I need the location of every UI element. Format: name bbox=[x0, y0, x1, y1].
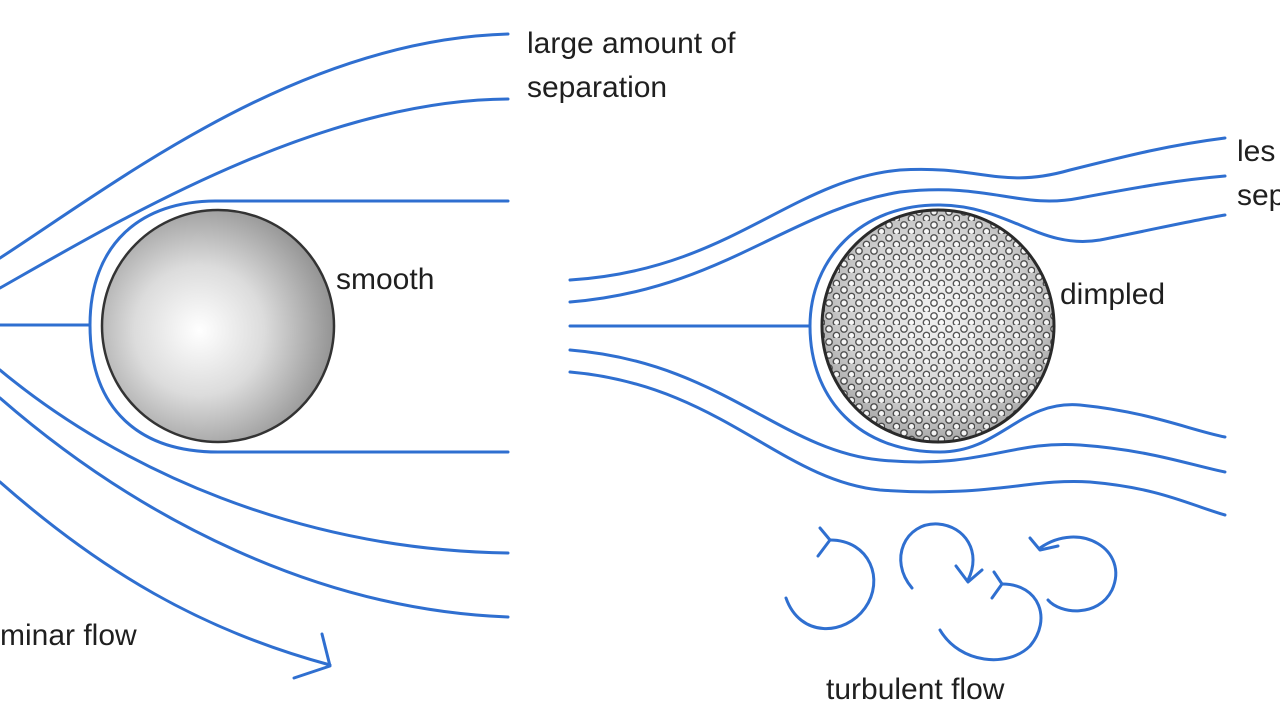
streamline-r5 bbox=[568, 348, 1227, 474]
eddy-4-icon bbox=[1038, 535, 1118, 613]
streamline-r3 bbox=[808, 203, 1227, 328]
laminar-flow-label: minar flow bbox=[0, 619, 137, 652]
laminar-arrowhead-icon bbox=[292, 632, 332, 680]
streamline-r4 bbox=[808, 324, 1227, 454]
streamline-r6 bbox=[568, 370, 1227, 517]
streamline-lower-outer bbox=[0, 396, 510, 619]
streamline-upper-inner bbox=[0, 97, 510, 290]
eddy-4-arrowhead-icon bbox=[1028, 536, 1060, 552]
streamline-upper-outer bbox=[0, 32, 510, 260]
dimpled-label: dimpled bbox=[1060, 278, 1166, 311]
smooth-ball-streamlines bbox=[0, 32, 510, 680]
smooth-ball bbox=[100, 208, 336, 444]
less-separation-label: les sep bbox=[1237, 135, 1280, 212]
streamline-r1 bbox=[568, 136, 1227, 282]
eddy-1-icon bbox=[784, 538, 876, 630]
dimpled-ball-streamlines bbox=[568, 136, 1227, 517]
eddy-1-arrowhead-icon bbox=[816, 526, 832, 558]
turbulent-flow-label: turbulent flow bbox=[826, 673, 1005, 706]
streamline-r2 bbox=[568, 174, 1227, 304]
streamline-lower-inner bbox=[0, 368, 510, 555]
laminar-flow-arrow bbox=[0, 480, 332, 667]
eddy-3-icon bbox=[938, 582, 1043, 662]
eddy-3-arrowhead-icon bbox=[990, 570, 1004, 600]
eddy-2-arrowhead-icon bbox=[954, 564, 984, 584]
dimpled-ball bbox=[820, 208, 1056, 444]
eddy-2-icon bbox=[899, 522, 975, 590]
smooth-label: smooth bbox=[336, 263, 435, 296]
large-separation-label: large amount of separation bbox=[527, 27, 736, 104]
streamline-boundary-top bbox=[88, 199, 510, 327]
turbulent-eddies bbox=[784, 522, 1118, 662]
streamline-boundary-bottom bbox=[88, 323, 510, 454]
